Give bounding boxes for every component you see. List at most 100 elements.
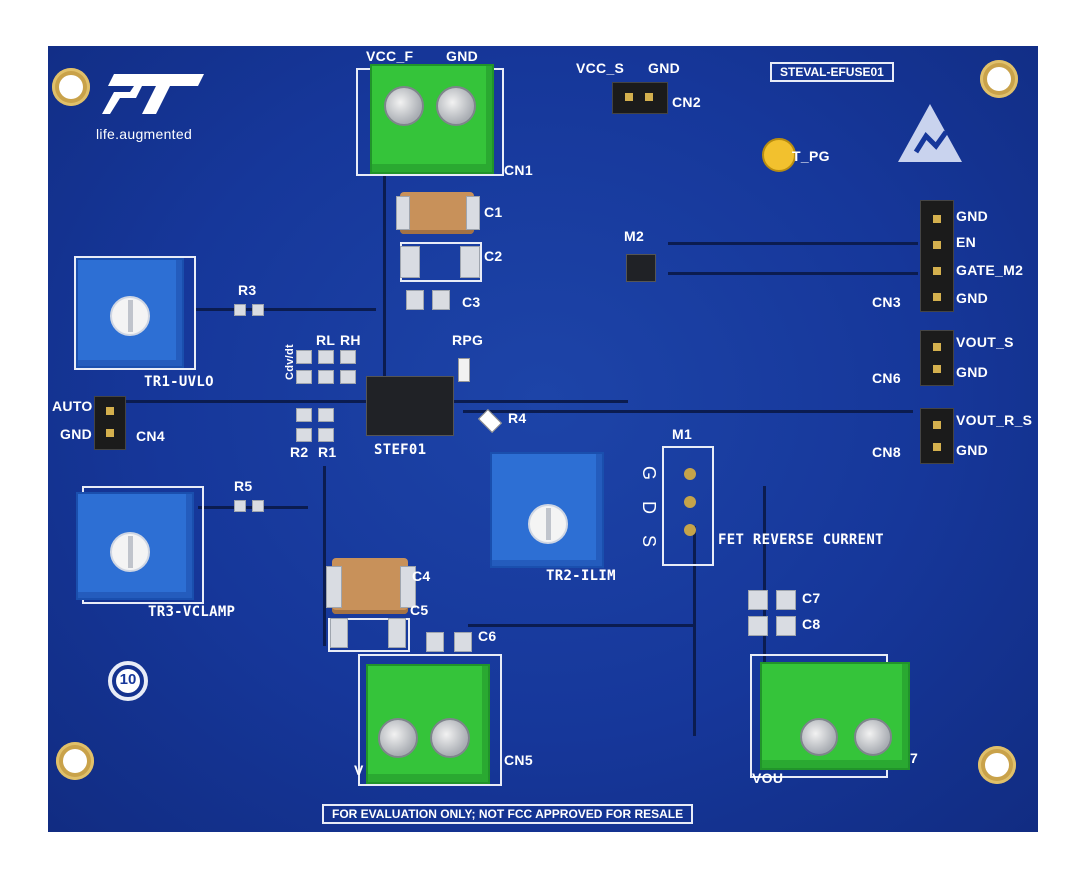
- pad: [340, 370, 356, 384]
- trace: [763, 486, 766, 736]
- silk-cn3-gate: GATE_M2: [956, 262, 1024, 278]
- cn7-terminal-block: [760, 662, 910, 770]
- cn5-terminal-block: [366, 664, 490, 784]
- silk-rh: RH: [340, 332, 361, 348]
- screw-icon: [436, 86, 476, 126]
- silk-cn3-gnd2: GND: [956, 290, 989, 306]
- silk-r5: R5: [234, 478, 253, 494]
- pad: [296, 408, 312, 422]
- pad: [296, 370, 312, 384]
- silk-m1: M1: [672, 426, 693, 442]
- pad: [432, 290, 450, 310]
- silk-cn8: CN8: [872, 444, 901, 460]
- silk-c5: C5: [410, 602, 429, 618]
- pad: [406, 290, 424, 310]
- silk-c7: C7: [802, 590, 821, 606]
- cn8-header[interactable]: [920, 408, 954, 464]
- trace: [383, 176, 386, 376]
- trace: [693, 526, 696, 736]
- cn4-header[interactable]: [94, 396, 126, 450]
- cn3-header[interactable]: [920, 200, 954, 312]
- silk-gnd-top: GND: [446, 48, 479, 64]
- pad: [426, 632, 444, 652]
- mosfet-m2: [626, 254, 656, 282]
- pad: [748, 616, 768, 636]
- pad: [340, 350, 356, 364]
- pad: [454, 632, 472, 652]
- silk-t-pg: T_PG: [792, 148, 830, 164]
- cn2-header[interactable]: [612, 82, 668, 114]
- resistor-rpg: [458, 358, 470, 382]
- screw-icon: [384, 86, 424, 126]
- screw-icon: [430, 718, 470, 758]
- pad: [318, 350, 334, 364]
- tr1-outline: [74, 256, 196, 370]
- silk-cn6: CN6: [872, 370, 901, 386]
- capacitor-c4: [326, 558, 416, 614]
- test-point[interactable]: [762, 138, 796, 172]
- silk-cn6-vout: VOUT_S: [956, 334, 1014, 350]
- pad: [296, 350, 312, 364]
- trace: [468, 624, 696, 627]
- trimmer-tr1[interactable]: [76, 258, 184, 368]
- trace: [463, 410, 913, 413]
- pad: [234, 304, 246, 316]
- trace: [196, 308, 376, 311]
- silk-c4: C4: [412, 568, 431, 584]
- silk-cn3-gnd1: GND: [956, 208, 989, 224]
- silk-tr3: TR3-VCLAMP: [148, 604, 236, 620]
- pad: [776, 616, 796, 636]
- knob[interactable]: [528, 504, 568, 544]
- silk-cn8-gnd: GND: [956, 442, 989, 458]
- silk-r4: R4: [508, 410, 527, 426]
- m1-outline: [662, 446, 714, 566]
- silk-cn7-partial: 7: [910, 750, 919, 766]
- mounting-hole: [980, 60, 1018, 98]
- silk-fet-reverse: FET REVERSE CURRENT: [718, 532, 884, 548]
- silk-cn4: CN4: [136, 428, 165, 444]
- logo-tagline: life.augmented: [96, 126, 193, 142]
- pad: [400, 246, 420, 278]
- pad: [460, 246, 480, 278]
- pad: [388, 618, 406, 648]
- silk-cn3: CN3: [872, 294, 901, 310]
- silk-tr2: TR2-ILIM: [546, 568, 616, 584]
- pad: [252, 304, 264, 316]
- silk-auto: AUTO: [52, 398, 93, 414]
- stef01-ic: [366, 376, 454, 436]
- trace: [668, 272, 918, 275]
- silk-c2: C2: [484, 248, 503, 264]
- cn1-terminal-block: [370, 64, 494, 174]
- cn6-header[interactable]: [920, 330, 954, 386]
- st-logo-icon: [100, 70, 210, 118]
- rohs-label: 10: [119, 671, 137, 688]
- pad: [318, 370, 334, 384]
- silk-gds: G D S: [639, 466, 659, 556]
- pad: [776, 590, 796, 610]
- mounting-hole: [56, 742, 94, 780]
- silk-stef01: STEF01: [374, 442, 427, 458]
- screw-icon: [378, 718, 418, 758]
- screw-icon: [854, 718, 892, 756]
- c5-outline: [328, 618, 410, 652]
- mounting-hole: [978, 746, 1016, 784]
- cn5-outline: [358, 654, 502, 786]
- silk-cn3-en: EN: [956, 234, 977, 250]
- knob[interactable]: [110, 296, 150, 336]
- silk-r3: R3: [238, 282, 257, 298]
- silk-cn8-vout: VOUT_R_S: [956, 412, 1033, 428]
- esd-warning-icon: [896, 102, 964, 164]
- trimmer-tr2[interactable]: [490, 452, 604, 568]
- silk-vcc-s: VCC_S: [576, 60, 625, 76]
- silk-cn5: CN5: [504, 752, 533, 768]
- board-title: STEVAL-EFUSE01: [770, 62, 894, 82]
- silk-vout-partial: VOU: [752, 770, 784, 786]
- silk-rl: RL: [316, 332, 336, 348]
- knob[interactable]: [110, 532, 150, 572]
- pad: [330, 618, 348, 648]
- trimmer-tr3[interactable]: [76, 492, 194, 600]
- silk-rpg: RPG: [452, 332, 484, 348]
- pad: [234, 500, 246, 512]
- rohs-icon: 10: [100, 658, 156, 704]
- trace: [668, 242, 918, 245]
